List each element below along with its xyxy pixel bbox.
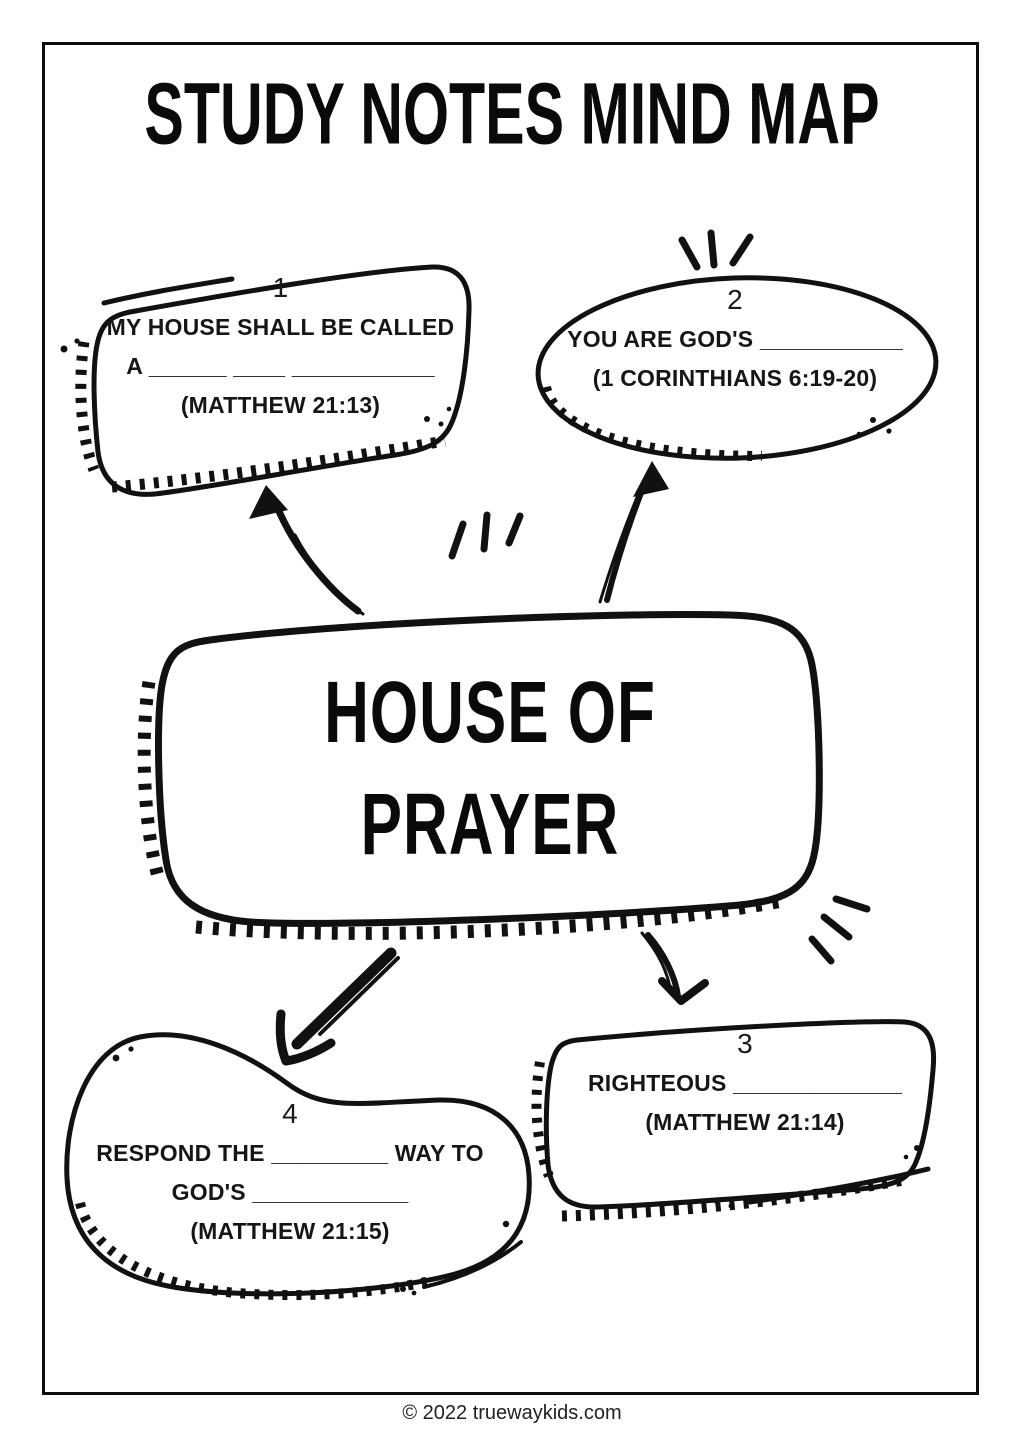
page-title: STUDY NOTES MIND MAP: [144, 65, 880, 164]
node-1: 1 MY HOUSE SHALL BE CALLED A ______ ____…: [88, 270, 473, 425]
node-2-reference: (1 CORINTHIANS 6:19-20): [592, 365, 878, 391]
node-1-blank-line: A ______ ____ ___________: [126, 353, 435, 379]
center-topic-line-2: PRAYER: [360, 777, 620, 874]
footer-credit: © 2022 truewaykids.com: [402, 1402, 622, 1424]
node-1-line-1: MY HOUSE SHALL BE CALLED: [106, 314, 455, 340]
node-4-blank-line: GOD'S ____________: [171, 1179, 409, 1205]
page-border: [42, 42, 979, 1395]
node-4-number: 4: [282, 1098, 298, 1129]
node-2-blank-line: YOU ARE GOD'S ___________: [567, 326, 903, 352]
node-4-line-1: RESPOND THE _________ WAY TO: [96, 1140, 484, 1166]
node-2: 2 YOU ARE GOD'S ___________ (1 CORINTHIA…: [550, 282, 920, 398]
node-3-blank-line: RIGHTEOUS _____________: [587, 1070, 902, 1096]
node-2-number: 2: [727, 284, 743, 315]
node-3-reference: (MATTHEW 21:14): [645, 1109, 845, 1135]
node-3: 3 RIGHTEOUS _____________ (MATTHEW 21:14…: [560, 1026, 930, 1142]
node-4: 4 RESPOND THE _________ WAY TO GOD'S ___…: [75, 1096, 505, 1251]
center-topic-line-1: HOUSE OF: [324, 665, 656, 762]
node-3-number: 3: [737, 1028, 753, 1059]
node-4-reference: (MATTHEW 21:15): [190, 1218, 390, 1244]
node-1-reference: (MATTHEW 21:13): [180, 392, 381, 418]
center-topic: HOUSE OF PRAYER: [160, 658, 820, 882]
node-1-number: 1: [272, 272, 289, 303]
